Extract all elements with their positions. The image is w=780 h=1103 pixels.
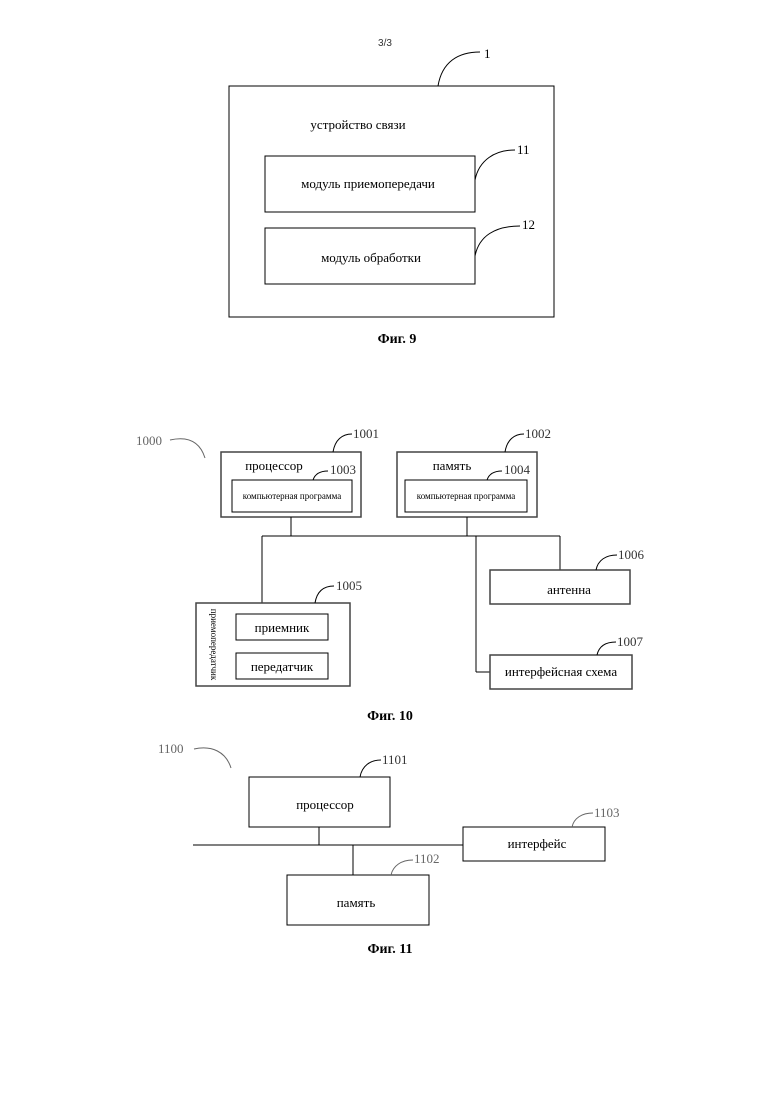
ref-12: 12 xyxy=(522,217,535,232)
ref-1002: 1002 xyxy=(525,426,551,441)
ref-1006: 1006 xyxy=(618,547,645,562)
leader-line-1006 xyxy=(596,555,617,570)
leader-line-1100 xyxy=(194,748,231,768)
receiver-label: приемник xyxy=(255,620,310,635)
leader-line-1004 xyxy=(487,471,502,480)
figure-10-caption: Фиг. 10 xyxy=(367,709,413,724)
figure-10: 1000 процессор 1001 компьютерная програм… xyxy=(136,426,645,724)
ref-1101: 1101 xyxy=(382,752,408,767)
leader-line-1005 xyxy=(315,586,334,603)
transceiver-label: приемопередатчик xyxy=(209,609,219,681)
leader-line-1103 xyxy=(572,813,593,827)
ref-1102: 1102 xyxy=(414,851,440,866)
leader-line-1001 xyxy=(333,434,352,452)
figure-11-caption: Фиг. 11 xyxy=(367,942,412,957)
ref-1004: 1004 xyxy=(504,462,531,477)
figure-11: 1100 процессор 1101 интерфейс 1103 памят… xyxy=(158,741,620,957)
processor-label: процессор xyxy=(245,458,303,473)
ref-1000: 1000 xyxy=(136,433,162,448)
figure-9-caption: Фиг. 9 xyxy=(378,332,417,347)
ref-1007: 1007 xyxy=(617,634,644,649)
ref-1103: 1103 xyxy=(594,805,620,820)
processor-label-fig11: процессор xyxy=(296,797,354,812)
ref-1: 1 xyxy=(484,46,491,61)
antenna-label: антенна xyxy=(547,582,591,597)
page-number: 3/3 xyxy=(378,38,392,49)
processor-program-label: компьютерная программа xyxy=(243,491,341,501)
transceiver-module-label: модуль приемопередачи xyxy=(301,176,435,191)
interface-circuit-label: интерфейсная схема xyxy=(505,664,617,679)
processing-module-label: модуль обработки xyxy=(321,250,421,265)
ref-1001: 1001 xyxy=(353,426,379,441)
ref-1005: 1005 xyxy=(336,578,362,593)
interface-label-fig11: интерфейс xyxy=(508,836,567,851)
leader-line-1003 xyxy=(313,471,328,480)
communication-device-label: устройство связи xyxy=(310,117,405,132)
leader-line-1007 xyxy=(597,642,616,655)
leader-line-1000 xyxy=(170,439,205,458)
leader-line-1101 xyxy=(360,760,381,777)
leader-line-1 xyxy=(438,52,480,86)
ref-1100: 1100 xyxy=(158,741,184,756)
ref-11: 11 xyxy=(517,142,530,157)
leader-line-12 xyxy=(475,226,520,256)
leader-line-1002 xyxy=(505,434,524,452)
leader-line-11 xyxy=(475,150,515,180)
ref-1003: 1003 xyxy=(330,462,356,477)
transmitter-label: передатчик xyxy=(251,659,314,674)
figure-9: 1 устройство связи модуль приемопередачи… xyxy=(229,46,554,347)
memory-program-label: компьютерная программа xyxy=(417,491,515,501)
memory-label-fig11: память xyxy=(337,895,376,910)
memory-label: память xyxy=(433,458,472,473)
leader-line-1102 xyxy=(391,860,413,875)
